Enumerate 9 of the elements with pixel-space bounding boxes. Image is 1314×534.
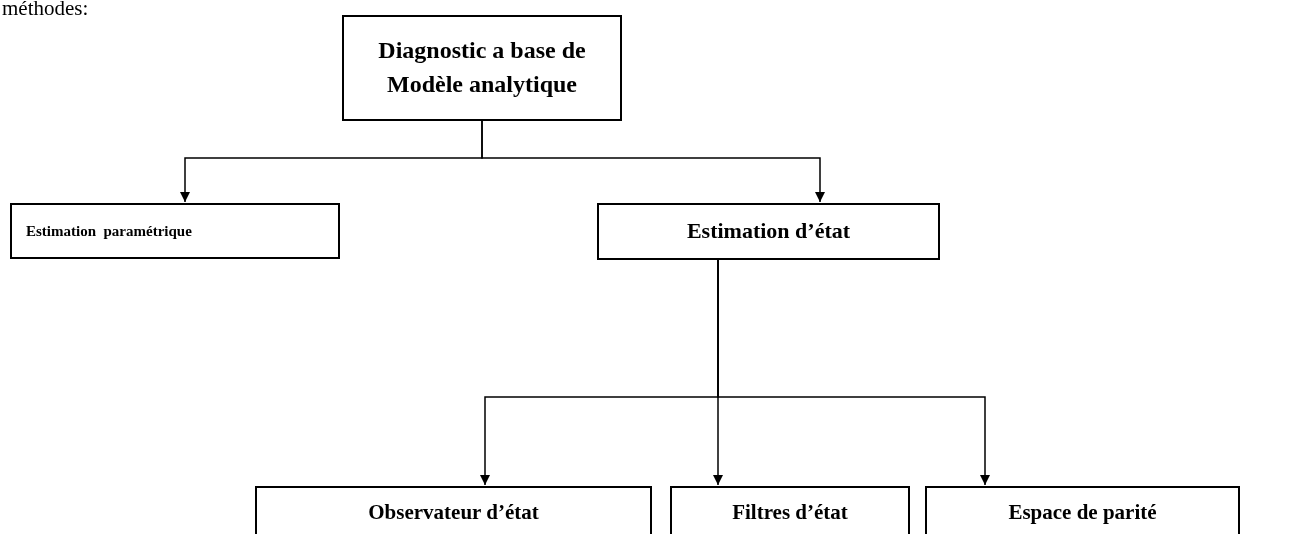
arrow [717,259,990,486]
process-box: Diagnostic a base de Modèle analytique [342,15,622,121]
process-box: Espace de parité [925,486,1240,534]
process-box: Estimation paramétrique [10,203,340,259]
text-label: méthodes: [2,0,89,21]
process-box: Estimation d’état [597,203,940,260]
process-box: Observateur d’état [255,486,652,534]
process-box: Filtres d’état [670,486,910,534]
arrow [481,120,825,203]
